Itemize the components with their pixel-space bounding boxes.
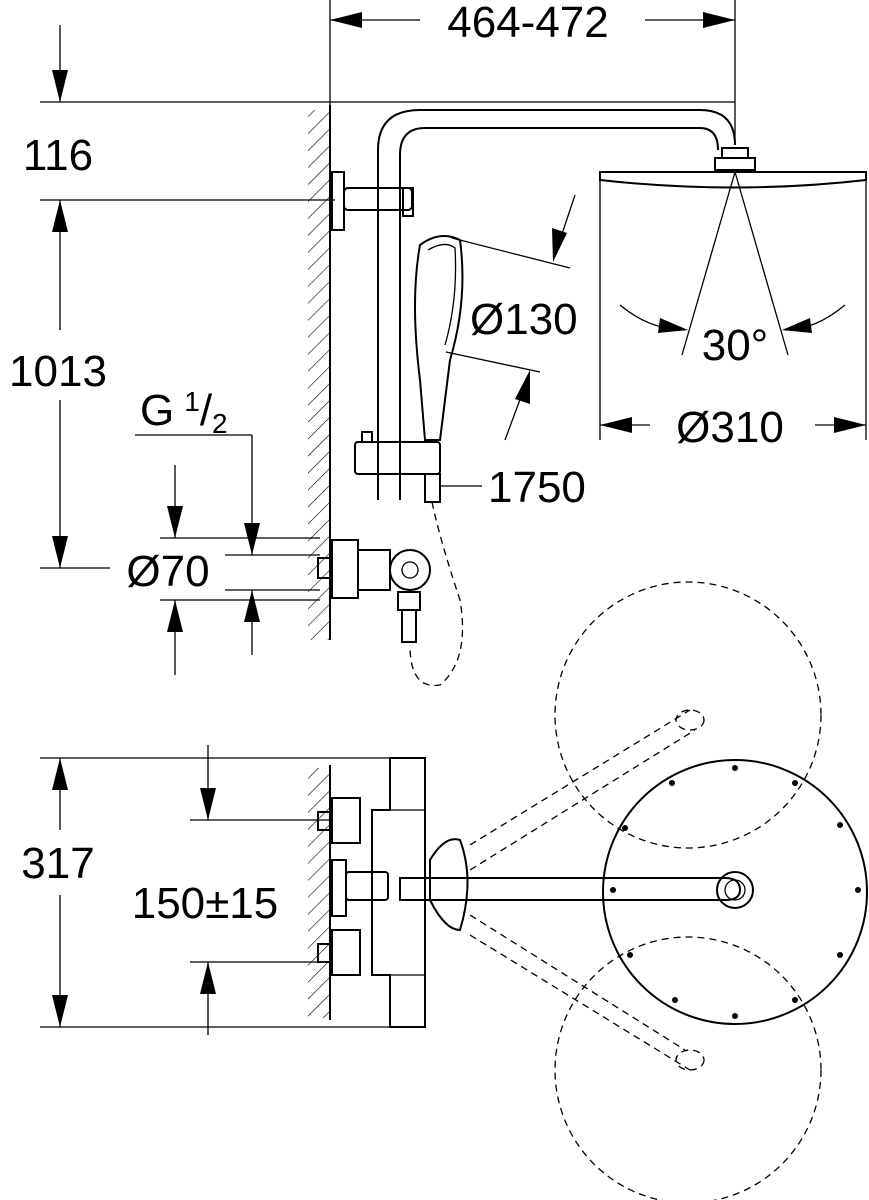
- inlet-diameter-label: Ø70: [126, 547, 209, 596]
- head-shower: 30° Ø310: [599, 147, 867, 452]
- height-label: 1013: [9, 347, 107, 396]
- dimension-depth: 317: [21, 757, 425, 1028]
- dimension-connection-spacing: 150±15: [132, 745, 330, 1035]
- hose-length-label: 1750: [488, 463, 586, 512]
- thermostat-body-plan: [317, 581, 822, 1200]
- depth-label: 317: [21, 839, 94, 888]
- shower-riser: [317, 109, 736, 687]
- spray-angle-label: 30°: [702, 321, 769, 370]
- wall-elevation: [308, 105, 331, 640]
- hand-shower-diameter-label: Ø130: [470, 295, 578, 344]
- head-shower-diameter-label: Ø310: [676, 403, 784, 452]
- wall-plan: [308, 765, 331, 1020]
- head-shower-plan: [602, 759, 868, 1025]
- dimension-heights: 116 1013: [9, 25, 735, 569]
- top-offset-label: 116: [23, 131, 93, 180]
- connection-spacing-label: 150±15: [132, 879, 279, 928]
- dimension-rail-width: 464-472: [329, 0, 736, 140]
- hand-shower: Ø130 1750: [414, 194, 586, 512]
- rail-width-label: 464-472: [447, 0, 608, 47]
